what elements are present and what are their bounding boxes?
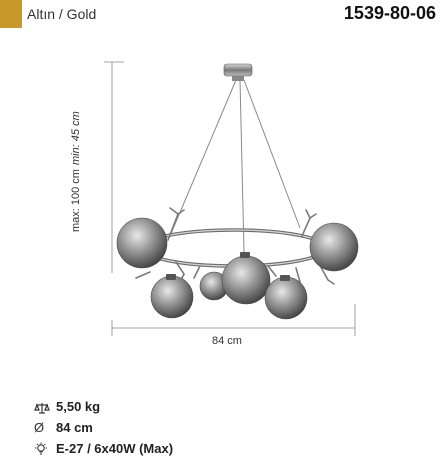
spec-weight-value: 5,50 kg — [56, 399, 101, 414]
globe-5 — [221, 255, 271, 305]
color-swatch — [0, 0, 22, 28]
spec-diameter-value: 84 cm — [56, 420, 93, 435]
spec-diameter: Ø 84 cm — [34, 417, 173, 438]
spec-weight: 5,50 kg — [34, 396, 173, 417]
dimension-lines — [104, 61, 356, 336]
globe-6 — [264, 276, 308, 320]
spec-bulb: E-27 / 6x40W (Max) — [34, 438, 173, 459]
chandelier-drawing — [104, 61, 359, 336]
glass-globes — [116, 217, 359, 320]
bulb-icon — [34, 441, 56, 457]
bulb-sockets — [166, 252, 290, 281]
diameter-icon: Ø — [34, 420, 45, 435]
spec-list: 5,50 kg Ø 84 cm E-27 / 6x40W (Max) — [34, 396, 173, 459]
weight-scale-icon — [34, 399, 56, 414]
globe-2 — [309, 222, 359, 272]
finish-label: Altın / Gold — [27, 6, 97, 22]
product-code: 1539-80-06 — [343, 3, 436, 23]
globe-4 — [150, 275, 194, 319]
ceiling-canopy — [223, 63, 253, 81]
height-dimension-label: max: 100 cmmin: 45 cm — [70, 111, 82, 232]
spec-bulb-value: E-27 / 6x40W (Max) — [56, 441, 174, 456]
suspension-wires — [169, 79, 301, 253]
width-dimension-label: 84 cm — [212, 335, 242, 347]
globe-1 — [116, 217, 168, 269]
